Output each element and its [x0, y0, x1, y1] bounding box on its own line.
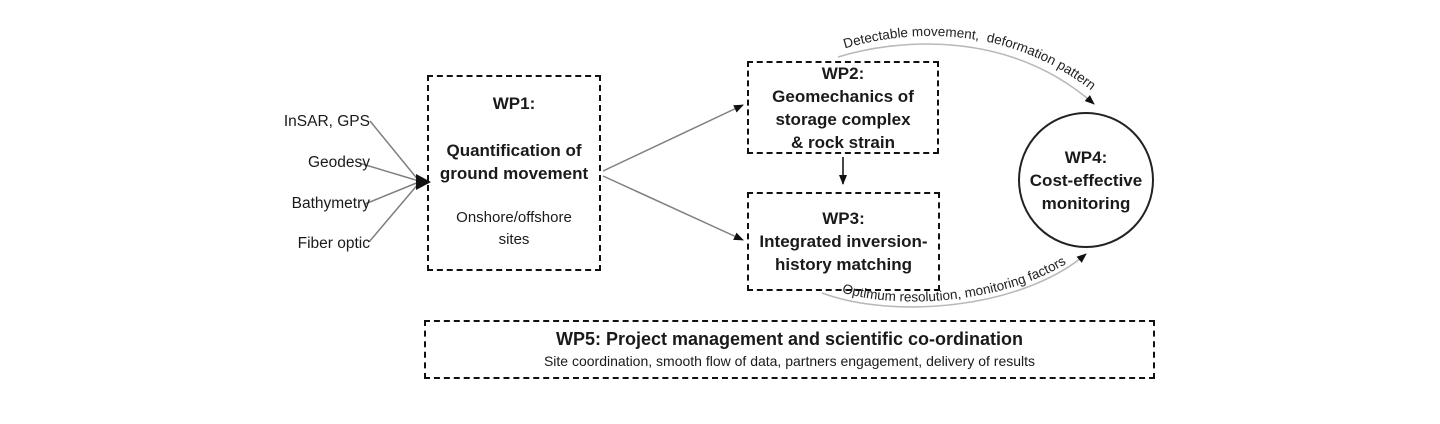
- wp3-body-line: history matching: [775, 255, 912, 274]
- wp4-body-line: monitoring: [1041, 193, 1131, 213]
- input-label-bathymetry: Bathymetry: [291, 195, 370, 212]
- wp1-note-line: Onshore/offshore: [456, 209, 572, 226]
- wp1-to-wp3-arrow: [602, 175, 744, 241]
- input-line-insar: [369, 120, 420, 182]
- wp1-note-line: sites: [498, 231, 530, 248]
- wp5-box: WP5: Project management and scientific c…: [424, 320, 1155, 379]
- input-label-geodesy: Geodesy: [307, 154, 370, 171]
- wp5-title: WP5: Project management and scientific c…: [555, 329, 1024, 349]
- wp5-subtitle: Site coordination, smooth flow of data, …: [543, 353, 1036, 369]
- input-label-insar-gps: InSAR, GPS: [283, 113, 370, 130]
- wp3-heading: WP3:: [822, 209, 865, 228]
- wp1-body: Quantification of ground movement: [440, 139, 588, 185]
- wp1-body-line: Quantification of: [446, 141, 582, 160]
- wp4-body-line: Cost-effective: [1029, 170, 1143, 190]
- wp1-heading: WP1:: [492, 94, 536, 113]
- wp1-to-wp2-arrow: [602, 104, 744, 172]
- wp1-note: Onshore/offshore sites: [456, 207, 572, 251]
- input-line-bathymetry: [364, 181, 420, 205]
- wp2-body-line: Geomechanics of: [772, 86, 914, 106]
- wp3-box: WP3: Integrated inversion- history match…: [747, 192, 940, 291]
- wp2-heading: WP2:: [821, 63, 865, 83]
- wp2-body-line: storage complex: [775, 109, 911, 129]
- wp2-box: WP2: Geomechanics of storage complex & r…: [747, 61, 939, 154]
- wp1-box: WP1: Quantification of ground movement O…: [427, 75, 601, 271]
- wp4-heading: WP4:: [1064, 147, 1108, 167]
- wp3-body-line: Integrated inversion-: [759, 232, 928, 251]
- wp2-body-line: & rock strain: [791, 132, 895, 152]
- wp4-circle: WP4: Cost-effective monitoring: [1018, 112, 1154, 248]
- wp1-body-line: ground movement: [439, 164, 589, 183]
- input-line-fiber-optic: [368, 182, 420, 243]
- input-label-fiber-optic: Fiber optic: [297, 235, 370, 252]
